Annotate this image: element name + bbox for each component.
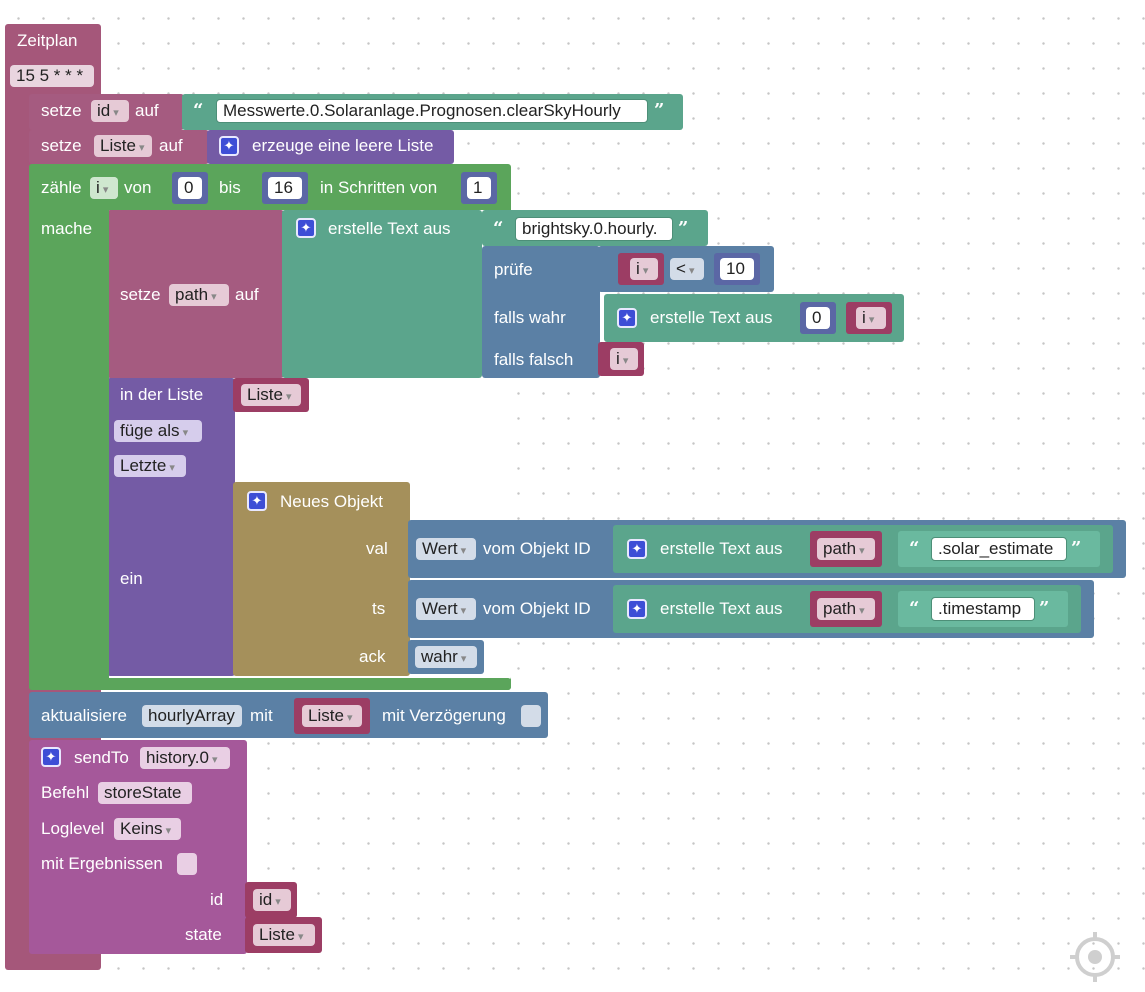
new-object-label: Neues Objekt xyxy=(280,492,383,511)
update-label: aktualisiere xyxy=(41,706,127,725)
cron-field[interactable]: 15 5 * * * xyxy=(10,65,94,87)
ts-suffix-field[interactable]: .timestamp xyxy=(931,597,1035,621)
open-quote-icon: “ xyxy=(493,218,504,239)
update-target-field[interactable]: hourlyArray xyxy=(142,705,242,727)
compare-value-field[interactable]: 10 xyxy=(720,258,754,280)
val-join-label: erstelle Text aus xyxy=(660,539,783,558)
send-to-command-label: Befehl xyxy=(41,783,90,802)
list-insert-item-label: ein xyxy=(120,569,143,588)
set-id-to-label: auf xyxy=(135,101,159,120)
set-list-var-dropdown[interactable]: Liste xyxy=(94,135,152,157)
set-list-to-label: auf xyxy=(159,136,183,155)
loop-step-label: in Schritten von xyxy=(320,178,438,197)
loop-step-field[interactable]: 1 xyxy=(467,177,491,199)
loop-left-rail xyxy=(29,164,109,690)
ts-path-dropdown[interactable]: path xyxy=(817,598,875,620)
send-to-block[interactable] xyxy=(29,740,247,954)
ts-attr-dropdown[interactable]: Wert xyxy=(416,598,476,620)
list-insert-in-label: in der Liste xyxy=(120,385,204,404)
open-quote-icon: “ xyxy=(909,538,920,559)
gear-icon[interactable]: ✦ xyxy=(296,218,316,238)
set-path-label: setze xyxy=(120,285,161,304)
send-to-results-label: mit Ergebnissen xyxy=(41,854,163,873)
list-insert-where-dropdown[interactable]: Letzte xyxy=(114,455,186,477)
loop-bottom-bar xyxy=(29,678,511,690)
val-path-dropdown[interactable]: path xyxy=(817,538,875,560)
gear-icon[interactable]: ✦ xyxy=(627,539,647,559)
false-var-dropdown[interactable]: i xyxy=(610,348,638,370)
set-path-to-label: auf xyxy=(235,285,259,304)
val-attr-dropdown[interactable]: Wert xyxy=(416,538,476,560)
gear-icon[interactable]: ✦ xyxy=(41,747,61,767)
id-string-field[interactable]: Messwerte.0.Solaranlage.Prognosen.clearS… xyxy=(216,99,648,123)
ts-key-label: ts xyxy=(372,599,386,618)
ts-join-label: erstelle Text aus xyxy=(660,599,783,618)
compare-var-dropdown[interactable]: i xyxy=(630,258,658,280)
list-insert-mode-dropdown[interactable]: füge als xyxy=(114,420,202,442)
schedule-title: Zeitplan xyxy=(17,31,78,50)
update-delay-checkbox[interactable] xyxy=(521,705,541,727)
prefix-string-field[interactable]: brightsky.0.hourly. xyxy=(515,217,673,241)
send-to-state-dropdown[interactable]: Liste xyxy=(253,924,315,946)
set-list-label: setze xyxy=(41,136,82,155)
update-var-dropdown[interactable]: Liste xyxy=(302,705,362,727)
close-quote-icon: ” xyxy=(678,218,689,239)
empty-list-label: erzeuge eine leere Liste xyxy=(252,136,434,155)
ts-of-object-label: vom Objekt ID xyxy=(483,599,591,618)
empty-list-block[interactable] xyxy=(207,130,454,164)
send-to-command-field[interactable]: storeState xyxy=(98,782,192,804)
ternary-false-label: falls falsch xyxy=(494,350,574,369)
send-to-id-label: id xyxy=(210,890,224,909)
close-quote-icon: ” xyxy=(654,100,665,121)
ternary-block[interactable] xyxy=(482,246,600,378)
loop-from-field[interactable]: 0 xyxy=(178,177,202,199)
gear-icon[interactable]: ✦ xyxy=(627,599,647,619)
set-path-var-dropdown[interactable]: path xyxy=(169,284,229,306)
close-quote-icon: ” xyxy=(1039,598,1050,619)
ternary-true-label: falls wahr xyxy=(494,308,566,327)
loop-var-dropdown-overlay[interactable]: i xyxy=(90,177,118,199)
true-var-dropdown[interactable]: i xyxy=(856,307,886,329)
send-to-state-label: state xyxy=(185,925,222,944)
val-key-label: val xyxy=(366,539,388,558)
gear-icon[interactable]: ✦ xyxy=(219,136,239,156)
ack-bool-dropdown[interactable]: wahr xyxy=(415,646,477,668)
compare-operator-dropdown[interactable]: < xyxy=(670,258,704,280)
update-delay-label: mit Verzögerung xyxy=(382,706,506,725)
path-join-block[interactable] xyxy=(282,210,482,378)
gear-icon[interactable]: ✦ xyxy=(617,308,637,328)
send-to-adapter-dropdown[interactable]: history.0 xyxy=(140,747,230,769)
true-join-label: erstelle Text aus xyxy=(650,308,773,327)
loop-from-label: von xyxy=(124,178,152,197)
open-quote-icon: “ xyxy=(193,100,204,121)
open-quote-icon: “ xyxy=(909,598,920,619)
new-object-block[interactable] xyxy=(233,482,410,676)
list-insert-var-dropdown[interactable]: Liste xyxy=(241,384,301,406)
loop-count-label-overlay: zähle xyxy=(41,178,82,197)
ternary-check-label: prüfe xyxy=(494,260,533,279)
set-id-label: setze xyxy=(41,101,82,120)
loop-to-field[interactable]: 16 xyxy=(268,177,302,199)
update-block[interactable] xyxy=(29,692,548,738)
set-id-var-dropdown[interactable]: id xyxy=(91,100,129,122)
true-zero-field[interactable]: 0 xyxy=(806,307,830,329)
close-quote-icon: ” xyxy=(1071,538,1082,559)
loop-do-label-overlay: mache xyxy=(41,219,93,238)
send-to-results-checkbox[interactable] xyxy=(177,853,197,875)
val-suffix-field[interactable]: .solar_estimate xyxy=(931,537,1067,561)
send-to-id-dropdown[interactable]: id xyxy=(253,889,291,911)
recenter-icon[interactable] xyxy=(1068,930,1122,984)
send-to-log-label: Loglevel xyxy=(41,819,105,838)
update-with-label: mit xyxy=(250,706,273,725)
send-to-log-dropdown[interactable]: Keins xyxy=(114,818,181,840)
loop-to-label: bis xyxy=(219,178,241,197)
send-to-label: sendTo xyxy=(74,748,129,767)
path-join-label: erstelle Text aus xyxy=(328,219,451,238)
gear-icon[interactable]: ✦ xyxy=(247,491,267,511)
val-of-object-label: vom Objekt ID xyxy=(483,539,591,558)
ack-key-label: ack xyxy=(359,647,386,666)
